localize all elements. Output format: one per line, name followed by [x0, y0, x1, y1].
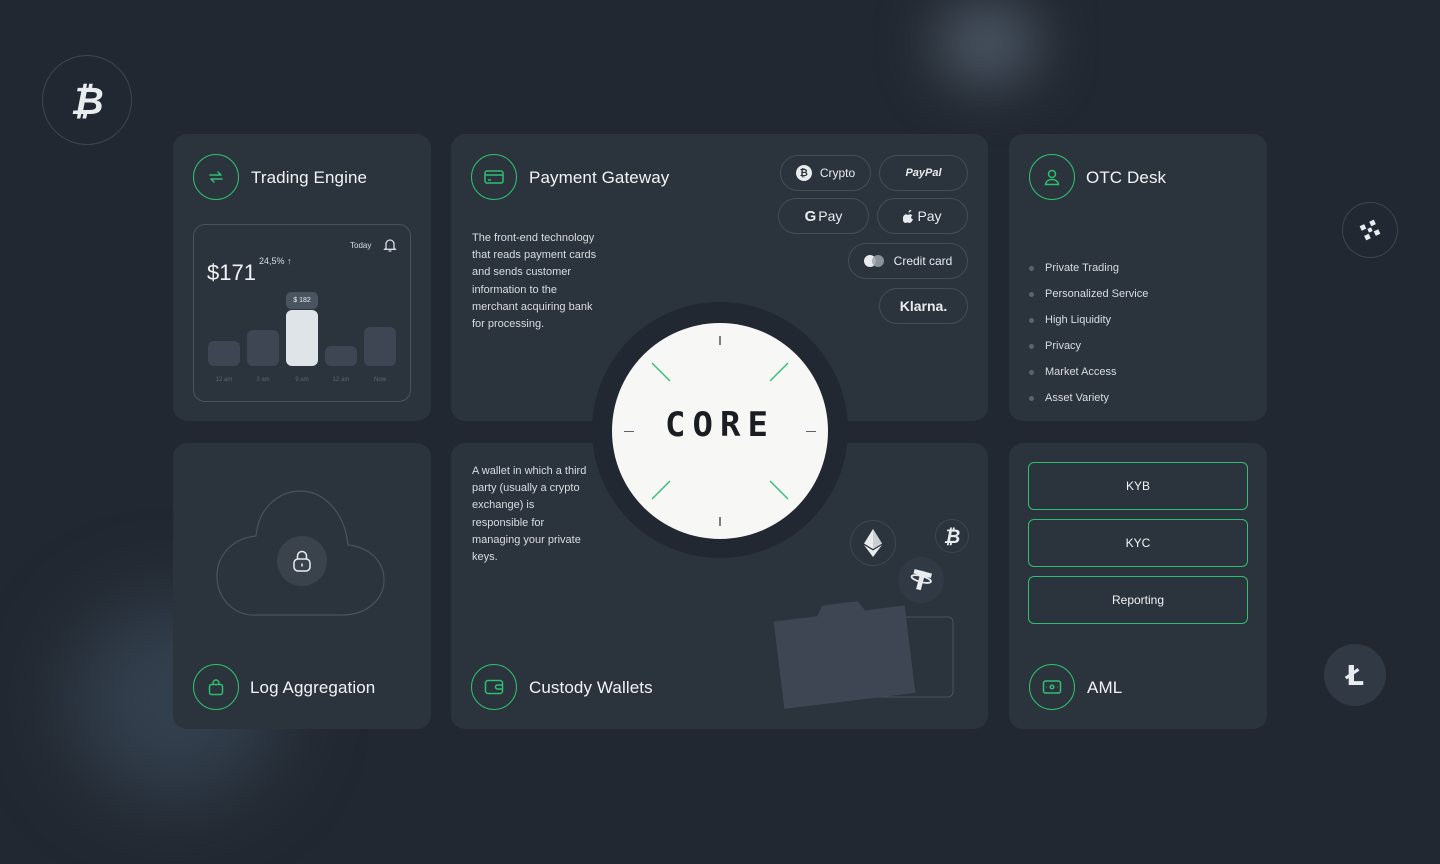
credit-card-icon: [484, 170, 504, 184]
litecoin-icon: Ł: [1344, 660, 1364, 690]
wallet-icon: [484, 679, 504, 695]
widget-bar-label: 12 am: [332, 377, 350, 383]
exchange-arrows-icon: [209, 171, 223, 183]
binance-icon: [1359, 219, 1381, 241]
widget-bar: [208, 341, 240, 366]
banknote-icon: [1042, 680, 1062, 694]
custody-wallets-description: A wallet in which a third party (usually…: [472, 465, 587, 564]
background-glow-top: [934, 0, 1040, 86]
widget-bar: [286, 310, 318, 366]
otc-feature-list: Private Trading Personalized Service Hig…: [1029, 255, 1148, 411]
widget-bar-label: Now: [373, 377, 386, 383]
gpay-pill[interactable]: G Pay: [778, 198, 869, 234]
custody-wallets-icon-ring: [471, 664, 517, 710]
log-aggregation-title: Log Aggregation: [250, 678, 376, 697]
bell-icon[interactable]: [382, 237, 398, 253]
widget-bar: [325, 346, 357, 366]
bitcoin-icon: ₿: [70, 79, 103, 122]
payment-gateway-description: The front-end technology that reads paym…: [472, 232, 597, 331]
core-label: CORE: [665, 405, 775, 445]
list-item: High Liquidity: [1029, 307, 1148, 333]
trading-engine-title: Trading Engine: [251, 168, 368, 187]
litecoin-coin: Ł: [1324, 644, 1386, 706]
list-item: Personalized Service: [1029, 281, 1148, 307]
log-aggregation-icon-ring: [193, 664, 239, 710]
payment-gateway-icon-ring: [471, 154, 517, 200]
log-aggregation-card[interactable]: Log Aggregation: [173, 443, 431, 729]
widget-period: Today: [350, 241, 372, 250]
lock-badge: [277, 536, 327, 586]
mastercard-icon: [863, 255, 884, 267]
applepay-label: Pay: [917, 208, 942, 224]
ethereum-coin: [850, 520, 896, 566]
otc-desk-title: OTC Desk: [1086, 168, 1167, 187]
crypto-pill[interactable]: ₿ Crypto: [780, 155, 871, 191]
folder-illustration: [773, 601, 954, 709]
list-item: Market Access: [1029, 359, 1148, 385]
credit-card-pill[interactable]: Credit card: [848, 243, 968, 279]
core-ticks: [651, 336, 789, 526]
widget-bar-labels: 12 am 3 am 9 am 12 am Now: [208, 377, 398, 387]
widget-bar-label: 3 am: [256, 377, 270, 383]
widget-amount: $171: [207, 260, 256, 285]
widget-tooltip: $ 182: [286, 292, 318, 309]
kyb-button[interactable]: KYB: [1028, 462, 1248, 510]
klarna-pill[interactable]: Klarna.: [879, 288, 968, 324]
widget-bar: [364, 327, 396, 366]
binance-coin: [1342, 202, 1398, 258]
credit-card-label: Credit card: [893, 254, 953, 268]
list-item: Private Trading: [1029, 255, 1148, 281]
bitcoin-coin: ₿: [42, 55, 132, 145]
paypal-pill[interactable]: PayPal: [879, 155, 968, 191]
kyc-button[interactable]: KYC: [1028, 519, 1248, 567]
reporting-button[interactable]: Reporting: [1028, 576, 1248, 624]
svg-text:₿: ₿: [70, 79, 103, 122]
aml-title: AML: [1087, 678, 1123, 697]
aml-icon-ring: [1029, 664, 1075, 710]
otc-desk-icon-ring: [1029, 154, 1075, 200]
paypal-label: PayPal: [905, 167, 942, 179]
bitcoin-small-coin: ₿: [935, 519, 969, 553]
google-g-icon: G: [804, 207, 817, 225]
user-icon: [1044, 169, 1060, 186]
custody-wallets-title: Custody Wallets: [529, 678, 653, 697]
svg-text:Ł: Ł: [1344, 660, 1364, 690]
aml-card[interactable]: KYB KYC Reporting AML: [1009, 443, 1267, 729]
cloud-illustration: [216, 490, 385, 616]
otc-desk-card[interactable]: OTC Desk Private Trading Personalized Se…: [1009, 134, 1267, 421]
core-side-tick-left: [624, 431, 634, 433]
tether-icon: [910, 568, 933, 591]
crypto-label: Crypto: [819, 166, 856, 180]
applepay-pill[interactable]: Pay: [877, 198, 968, 234]
widget-bar: [247, 330, 279, 366]
gpay-label: Pay: [818, 208, 843, 224]
crypto-coin-icon: ₿: [795, 165, 812, 181]
list-item: Privacy: [1029, 333, 1148, 359]
widget-bar-label: 12 am: [215, 377, 233, 383]
core-disc[interactable]: [612, 323, 828, 539]
trading-engine-card[interactable]: Trading Engine $171 24,5% ↑ Today $ 182 …: [173, 134, 431, 421]
trading-engine-icon-ring: [193, 154, 239, 200]
tether-coin: [898, 557, 944, 603]
svg-text:₿: ₿: [944, 526, 961, 547]
list-item: Asset Variety: [1029, 385, 1148, 411]
widget-change: 24,5% ↑: [259, 256, 292, 266]
widget-bar-label: 9 am: [295, 377, 309, 383]
ethereum-icon: [864, 529, 882, 557]
apple-icon: [903, 209, 914, 223]
core-side-tick-right: [806, 431, 816, 433]
payment-gateway-title: Payment Gateway: [529, 168, 670, 187]
klarna-label: Klarna.: [899, 298, 948, 314]
bitcoin-icon: ₿: [944, 526, 961, 547]
lock-icon: [293, 550, 311, 572]
payment-gateway-card[interactable]: Payment Gateway The front-end technology…: [451, 134, 988, 421]
bag-icon: [208, 679, 224, 696]
widget-bars: [208, 310, 398, 370]
